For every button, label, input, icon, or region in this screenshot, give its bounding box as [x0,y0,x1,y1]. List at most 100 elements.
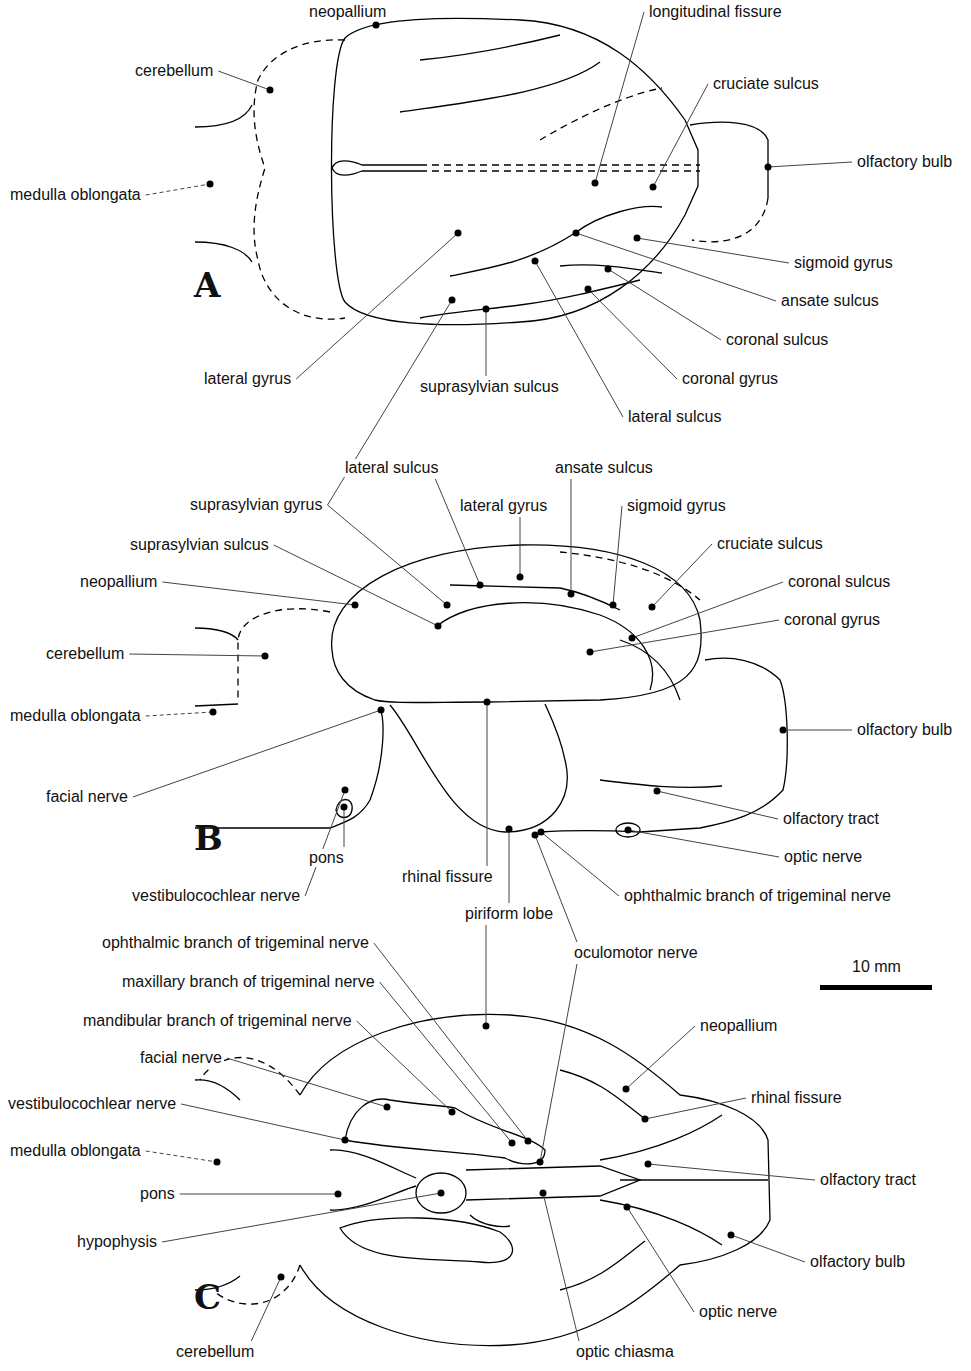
leader-line [626,1026,695,1089]
panel-letter: B [192,819,225,857]
leader-dot [629,635,636,642]
leader-line [133,710,381,797]
leader-dot [587,649,594,656]
leader-dot [649,604,656,611]
leader-dot [765,164,772,171]
part-label: vestibulocochlear nerve [6,1095,178,1113]
leader-dot [352,602,359,609]
leader-line [627,1207,694,1312]
part-label: lateral sulcus [343,459,440,477]
leader-line [571,479,572,594]
leader-dot [373,22,380,29]
scale-label: 10 mm [850,958,903,976]
leader-dot [342,1137,349,1144]
leader-dot [585,286,592,293]
part-label: medulla oblongata [8,1142,143,1160]
leader-line [731,1235,805,1262]
leader-dot [573,230,580,237]
part-label: longitudinal fissure [647,3,784,21]
part-label: mandibular branch of trigeminal nerve [81,1012,354,1030]
leader-dot [650,184,657,191]
part-label: neopallium [78,573,159,591]
leader-line [181,1104,345,1140]
leader-line [768,162,852,167]
part-label: facial nerve [138,1049,224,1067]
part-label: medulla oblongata [8,707,143,725]
leader-dot [214,1159,221,1166]
lateral-view [195,545,787,837]
leader-dot [449,297,456,304]
leader-line [344,807,345,847]
ventral-view [195,1014,770,1345]
part-label: ophthalmic branch of trigeminal nerve [100,934,371,952]
part-label: suprasylvian gyrus [188,496,325,514]
leader-line [328,300,453,505]
leader-line [251,1277,281,1341]
part-label: suprasylvian sulcus [128,536,271,554]
part-label: pons [307,849,346,867]
leader-line [374,943,528,1141]
leader-line [435,479,480,585]
part-label: ophthalmic branch of trigeminal nerve [622,887,893,905]
part-label: coronal sulcus [786,573,892,591]
leader-line [652,544,712,607]
leader-line [632,582,783,638]
leader-dot [506,826,513,833]
part-label: optic chiasma [574,1343,676,1361]
leader-line [608,269,721,340]
leader-line [543,1193,579,1341]
part-label: cerebellum [44,645,126,663]
leader-line [486,309,487,376]
part-label: oculomotor nerve [572,944,700,962]
leader-line [540,964,577,1162]
leader-line [657,791,778,819]
part-label: olfactory bulb [808,1253,907,1271]
leader-dot [654,788,661,795]
leader-line [535,835,577,942]
leader-dot [384,1104,391,1111]
leader-dot [342,787,349,794]
panel-letter: A [192,266,222,304]
leader-line [520,517,521,577]
part-label: olfactory tract [781,810,881,828]
part-label: cruciate sulcus [711,75,821,93]
leader-dot [449,1109,456,1116]
leader-line [486,925,487,1026]
leader-dot [483,1023,490,1030]
leader-dot [262,653,269,660]
leader-dot [642,1116,649,1123]
part-label: vestibulocochlear nerve [130,887,302,905]
leader-line [783,730,852,731]
part-label: maxillary branch of trigeminal nerve [120,973,377,991]
part-label: rhinal fissure [749,1089,844,1107]
part-label: cerebellum [133,62,215,80]
leader-dot [568,591,575,598]
leader-line [296,233,458,379]
leader-line [357,1021,452,1112]
leader-dot [341,804,348,811]
part-label: suprasylvian sulcus [418,378,561,396]
part-label: olfactory tract [818,1171,918,1189]
leader-dot [538,829,545,836]
leader-dot [509,1140,516,1147]
part-label: ansate sulcus [779,292,881,310]
panel-letter: C [192,1278,223,1316]
part-label: facial nerve [44,788,130,806]
leader-dot [532,258,539,265]
leader-dot [484,699,491,706]
leader-line [595,12,644,183]
leader-dot [455,230,462,237]
leader-dot [623,1086,630,1093]
leader-dot [435,623,442,630]
leader-dot [517,574,524,581]
leader-line [487,702,488,866]
dorsal-view [195,18,768,324]
leader-line [653,84,708,187]
leader-dot [780,727,787,734]
leader-dot [532,832,539,839]
leader-dot [278,1274,285,1281]
leader-dot [207,181,214,188]
leader-line [274,545,438,626]
